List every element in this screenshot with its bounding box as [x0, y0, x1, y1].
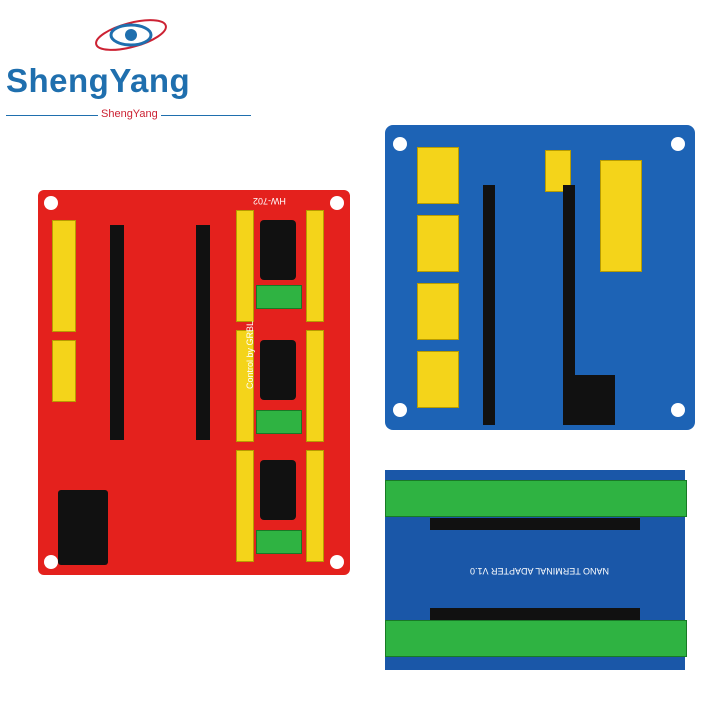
board-model: HW-702 [253, 196, 286, 206]
cnc-shield-board: HW-702 Control by GRBL [38, 190, 350, 575]
nano-shield-board [385, 125, 695, 430]
eye-logo-icon [95, 19, 167, 51]
brand-name: ShengYang [6, 62, 191, 99]
board-caption: NANO TERMINAL ADAPTER V1.0 [470, 566, 610, 576]
brand-logo: ShengYang ShengYang [6, 8, 256, 120]
brand-subtitle: ShengYang [98, 108, 161, 120]
board-caption: Control by GRBL [245, 320, 256, 390]
terminal-adapter-board: NANO TERMINAL ADAPTER V1.0 [385, 470, 687, 670]
